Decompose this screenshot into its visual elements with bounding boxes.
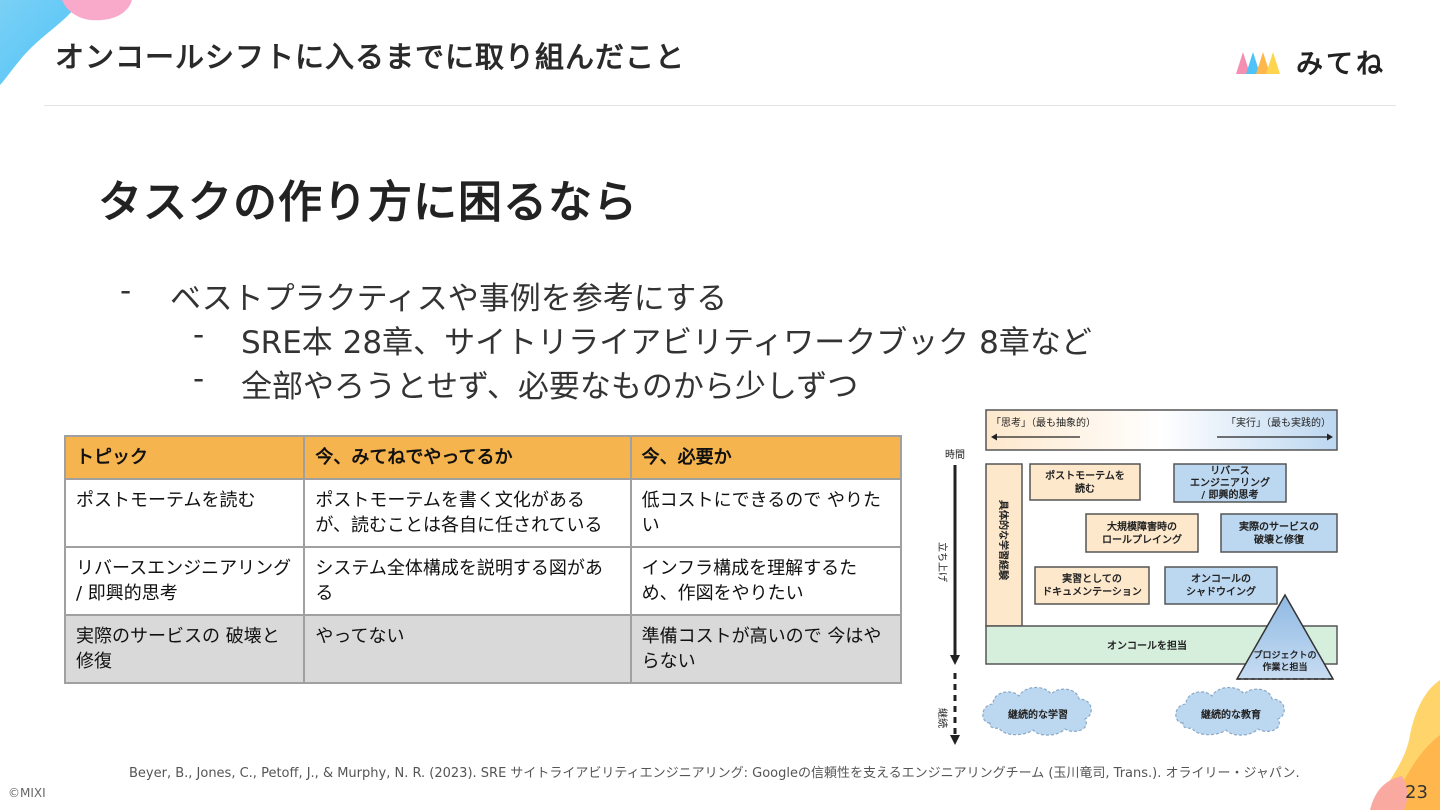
cloud-education <box>1175 686 1285 736</box>
roleplay-box <box>1085 513 1199 553</box>
table-cell: システム全体構成を説明する図がある <box>303 546 632 616</box>
table-row: 実際のサービスの 破壊と修復 やってない 準備コストが高いので 今はやらない <box>63 614 903 684</box>
box-label: ロールプレイング <box>1102 533 1182 546</box>
table-row: ポストモーテムを読む ポストモーテムを書く文化があるが、読むことは各自に任されて… <box>63 478 903 548</box>
oncall-bar-label: オンコールを担当 <box>1107 639 1187 652</box>
box-label: エンジニアリング <box>1190 476 1270 489</box>
arrow-left-icon <box>991 433 997 441</box>
box-label: 実習としての <box>1062 572 1122 585</box>
header-divider <box>44 105 1396 106</box>
bullet-dash: - <box>120 273 132 309</box>
bullet-text: ベストプラクティスや事例を参考にする <box>170 281 728 317</box>
postmortem-box <box>1029 463 1141 501</box>
citation: Beyer, B., Jones, C., Petoff, J., & Murp… <box>129 766 1300 781</box>
table-cell: 低コストにできるので やりたい <box>629 478 903 548</box>
table-cell: 準備コストが高いので 今はやらない <box>629 614 903 684</box>
arrow-right-icon <box>1327 433 1333 441</box>
cloud-label: 継続的な学習 <box>1008 708 1068 721</box>
box-label: 実際のサービスの <box>1239 520 1319 533</box>
page-number: 23 <box>1405 782 1428 803</box>
box-label: / 即興的思考 <box>1201 488 1258 501</box>
project-triangle <box>1235 593 1335 680</box>
bullet-dash: - <box>193 361 205 397</box>
table-header-row: トピック 今、みてねでやってるか 今、必要か <box>63 435 903 480</box>
column-header-topic: トピック <box>63 435 306 480</box>
slide-heading: タスクの作り方に困るなら <box>98 177 638 228</box>
project-label: プロジェクトの <box>1253 649 1316 661</box>
continuous-label: 継続 <box>936 708 949 728</box>
cloud-learning <box>982 686 1092 736</box>
bullet-dash: - <box>193 317 205 353</box>
time-label: 時間 <box>945 449 965 461</box>
decorative-blob-top-left <box>0 0 132 85</box>
box-label: ドキュメンテーション <box>1042 586 1142 598</box>
shadowing-box <box>1164 566 1278 605</box>
copyright: ©MIXI <box>8 786 46 800</box>
column-header-needed: 今、必要か <box>629 435 903 480</box>
mitene-logo-icon <box>1236 51 1280 74</box>
box-label: リバース <box>1210 465 1250 477</box>
box-label: 大規模障害時の <box>1107 520 1177 533</box>
box-label: 読む <box>1075 482 1095 495</box>
concrete-learning-label: 具体的な学習経験 <box>997 499 1010 581</box>
doing-label: 「実行」（最も実践的） <box>1226 416 1331 429</box>
logo-wordmark: みてね <box>1296 49 1386 80</box>
box-label: オンコールの <box>1191 573 1251 585</box>
table-cell: インフラ構成を理解するため、作図をやりたい <box>629 546 903 616</box>
box-label: 破壊と修復 <box>1254 533 1305 546</box>
abstract-to-practical-band <box>985 409 1338 451</box>
slide-header-title: オンコールシフトに入るまでに取り組んだこと <box>55 40 686 74</box>
table-cell: リバースエンジニアリング / 即興的思考 <box>63 546 306 616</box>
thinking-label: 「思考」（最も抽象的） <box>991 416 1096 429</box>
ramp-up-label: 立ち上げ <box>936 542 949 582</box>
topics-table: トピック 今、みてねでやってるか 今、必要か ポストモーテムを読む ポストモーテ… <box>63 435 903 684</box>
arrow-down-icon <box>950 655 960 665</box>
mitene-logo: みてね <box>1234 42 1386 81</box>
box-label: シャドウイング <box>1186 585 1256 598</box>
table-row: リバースエンジニアリング / 即興的思考 システム全体構成を説明する図がある イ… <box>63 546 903 616</box>
table-cell: 実際のサービスの 破壊と修復 <box>63 614 306 684</box>
documentation-box <box>1034 566 1150 605</box>
cloud-label: 継続的な教育 <box>1201 708 1261 721</box>
bullet-text: SRE本 28章、サイトリライアビリティワークブック 8章など <box>241 325 1092 361</box>
decorative-blob-bottom-right <box>1370 680 1440 810</box>
table-cell: ポストモーテムを読む <box>63 478 306 548</box>
column-header-current: 今、みてねでやってるか <box>303 435 632 480</box>
arrow-down-icon <box>950 735 960 745</box>
sre-training-diagram: 「思考」（最も抽象的） 「実行」（最も実践的） 時間 立ち上げ 継続 具体的な学… <box>936 409 1338 745</box>
table-cell: やってない <box>303 614 632 684</box>
table-cell: ポストモーテムを書く文化があるが、読むことは各自に任されている <box>303 478 632 548</box>
project-label: 作業と担当 <box>1262 661 1307 673</box>
break-fix-box <box>1220 513 1338 553</box>
bullet-text: 全部やろうとせず、必要なものから少しずつ <box>241 369 859 405</box>
reverse-engineering-box <box>1173 463 1287 503</box>
box-label: ポストモーテムを <box>1045 469 1125 482</box>
